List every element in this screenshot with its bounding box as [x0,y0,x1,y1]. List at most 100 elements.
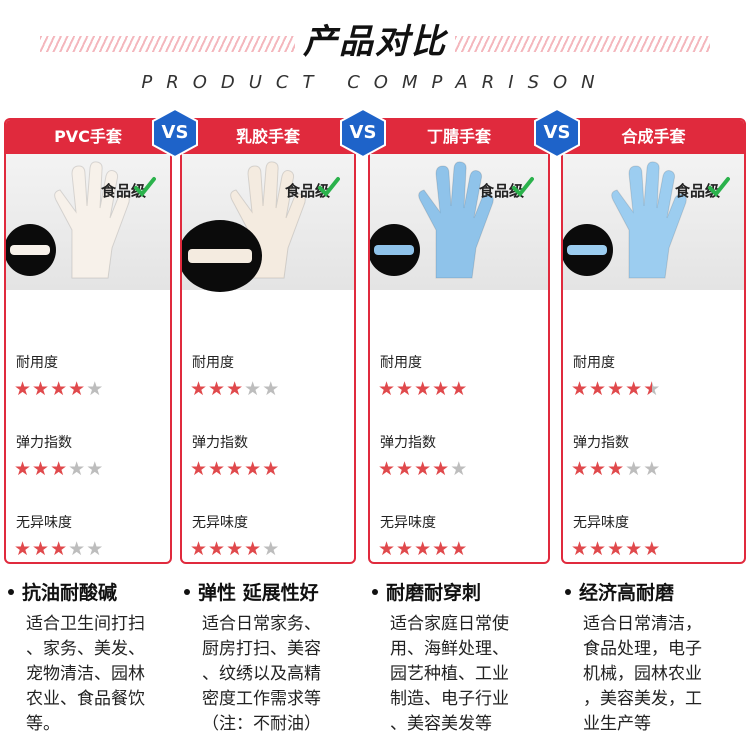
star-empty-icon: ★ [643,458,662,480]
glove-icon [54,161,130,279]
checkmark-icon [318,177,340,197]
star-filled-icon: ★ [396,538,415,560]
star-rating: ★★★★★ [190,378,280,400]
star-filled-icon: ★ [414,538,433,560]
star-filled-icon: ★ [68,378,87,400]
description-line: （注：不耐油） [202,714,321,734]
vs-label: VS [543,122,571,143]
star-filled-icon: ★ [32,458,51,480]
star-filled-icon: ★ [571,538,590,560]
description-line: 农业、食品餐饮 [26,689,145,709]
product-column: 合成手套食品级耐用度★★★★★弹力指数★★★★★无异味度★★★★★ [561,118,746,564]
star-filled-icon: ★ [414,378,433,400]
star-filled-icon: ★ [378,378,397,400]
feature-heading: 弹性 延展性好 [184,578,319,605]
star-rating: ★★★★★ [190,538,280,560]
description-line: 厨房打扫、美容 [202,639,321,659]
stretch-demo-image [563,224,613,276]
star-rating: ★★★★★ [14,378,104,400]
description-line: 、美容美发等 [390,714,492,734]
star-filled-icon: ★ [208,378,227,400]
feature-description: 适合卫生间打扫、家务、美发、宠物清洁、园林农业、食品餐饮等。 [26,612,145,737]
star-empty-icon: ★ [86,458,105,480]
description-line: 适合家庭日常使 [390,614,509,634]
star-empty-icon: ★ [244,378,263,400]
star-rating: ★★★★★ [571,378,661,400]
description-line: 业生产等 [583,714,651,734]
product-name: PVC手套 [6,120,170,154]
description-line: 宠物清洁、园林 [26,664,145,684]
star-filled-icon: ★ [32,378,51,400]
star-filled-icon: ★ [244,538,263,560]
star-filled-icon: ★ [589,458,608,480]
stretch-demo-image [182,220,262,292]
vs-badge: VS [340,107,386,159]
metric-label: 耐用度 [16,355,58,371]
star-filled-icon: ★ [226,538,245,560]
star-filled-icon: ★ [589,378,608,400]
star-empty-icon: ★ [450,458,469,480]
star-filled-icon: ★ [607,538,626,560]
checkmark-icon [512,177,534,197]
decorative-hatch-right [455,36,710,52]
star-filled-icon: ★ [607,378,626,400]
description-line: 机械，园林农业 [583,664,702,684]
vs-label: VS [349,122,377,143]
star-rating: ★★★★★ [378,538,468,560]
star-rating: ★★★★★ [571,458,661,480]
bullet-dot [8,588,14,595]
stretched-glove-band [374,244,414,256]
star-filled-icon: ★ [432,538,451,560]
metric-label: 耐用度 [192,355,234,371]
star-filled-icon: ★ [208,458,227,480]
star-filled-icon: ★ [450,378,469,400]
feature-heading: 抗油耐酸碱 [8,578,117,605]
description-line: 制造、电子行业 [390,689,509,709]
star-empty-icon: ★ [262,378,281,400]
star-filled-icon: ★ [32,538,51,560]
star-empty-icon: ★ [68,458,87,480]
vs-badge: VS [534,107,580,159]
stretched-glove-band [10,244,50,256]
star-rating: ★★★★★ [190,458,280,480]
description-line: 食品处理，电子 [583,639,702,659]
star-filled-icon: ★ [450,538,469,560]
page-title: 产品对比 [303,22,447,62]
star-filled-icon: ★ [226,378,245,400]
metric-label: 耐用度 [380,355,422,371]
star-filled-icon: ★ [244,458,263,480]
product-photo: 食品级 [370,154,548,290]
star-empty-icon: ★ [86,378,105,400]
metric-label: 无异味度 [16,515,72,531]
metric-label: 无异味度 [192,515,248,531]
metric-label: 弹力指数 [192,435,248,451]
checkmark-icon [134,177,156,197]
star-half-icon: ★ [643,378,662,400]
description-line: 用、海鲜处理、 [390,639,509,659]
star-filled-icon: ★ [262,458,281,480]
title-block: 产品对比 [0,14,750,62]
vs-badge: VS [152,107,198,159]
description-line: 适合日常清洁， [583,614,702,634]
description-line: 密度工作需求等 [202,689,321,709]
star-empty-icon: ★ [86,538,105,560]
vs-label: VS [161,122,189,143]
stretched-glove-band [567,244,607,256]
star-filled-icon: ★ [571,378,590,400]
metric-label: 弹力指数 [380,435,436,451]
description-line: 适合日常家务、 [202,614,321,634]
metric-label: 无异味度 [380,515,436,531]
bullet-dot [372,588,378,595]
description-line: ，美容美发，工 [583,689,702,709]
star-filled-icon: ★ [14,378,33,400]
star-filled-icon: ★ [378,458,397,480]
star-filled-icon: ★ [14,538,33,560]
star-filled-icon: ★ [571,458,590,480]
star-rating: ★★★★★ [378,458,468,480]
star-filled-icon: ★ [190,458,209,480]
star-filled-icon: ★ [226,458,245,480]
description-line: 、纹绣以及高精 [202,664,321,684]
star-filled-icon: ★ [208,538,227,560]
stretched-glove-band [188,248,252,264]
hexagon-icon [340,107,386,159]
